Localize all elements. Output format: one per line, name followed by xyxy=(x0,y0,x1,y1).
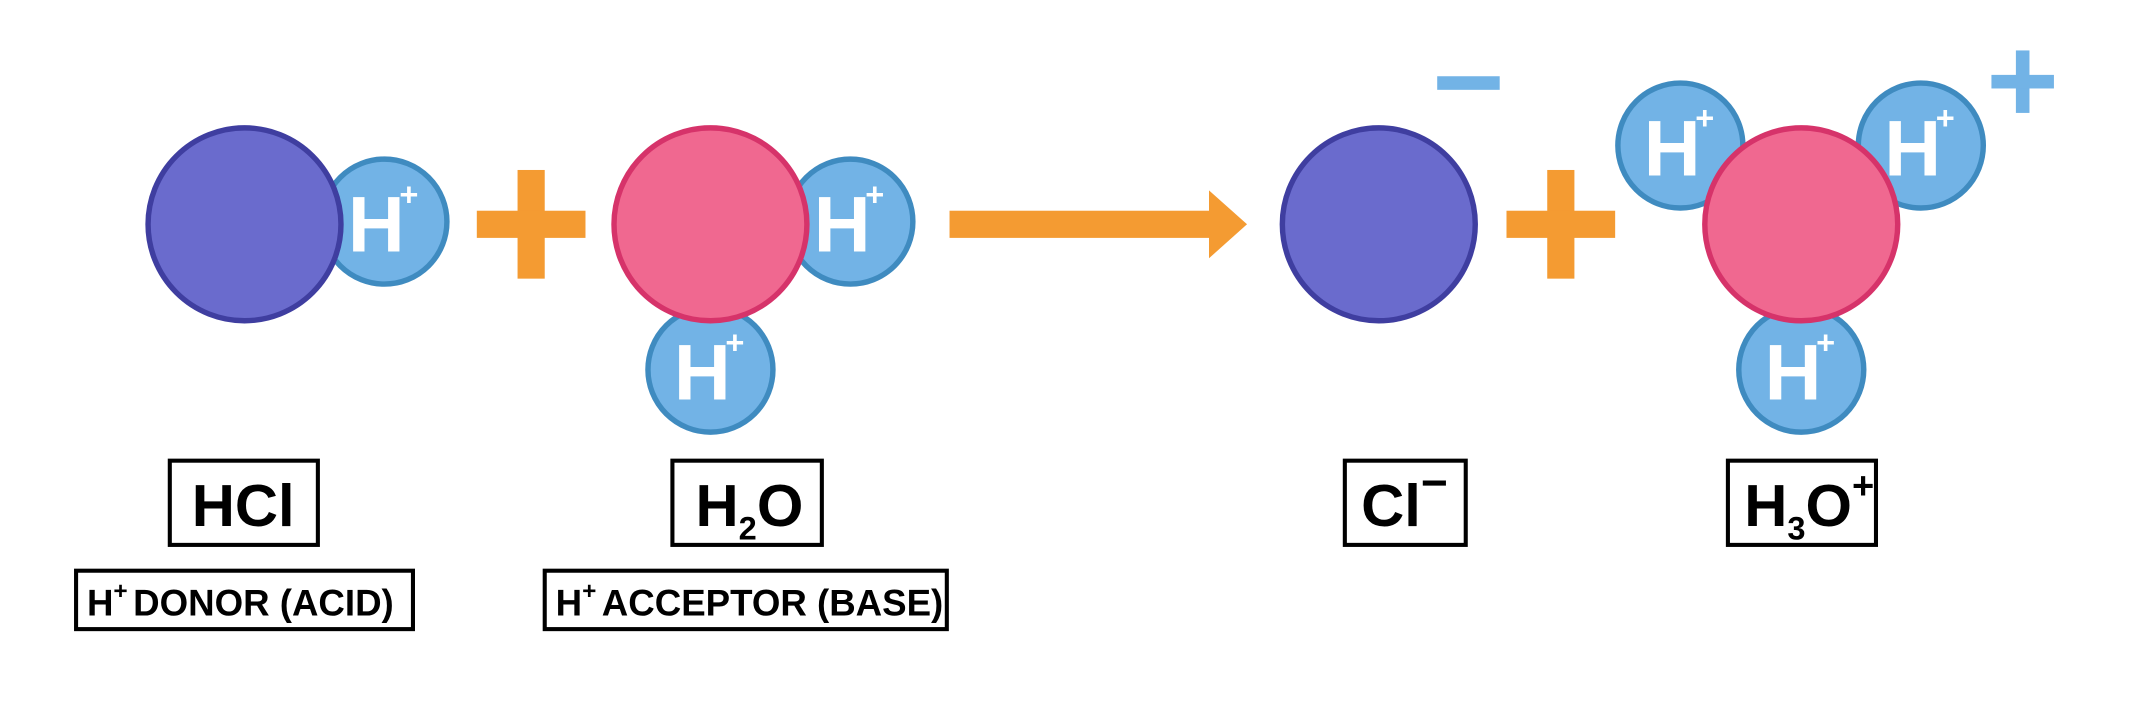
svg-text:H: H xyxy=(1884,104,1941,192)
svg-text:H: H xyxy=(1644,104,1701,192)
negative-charge-icon xyxy=(1437,76,1500,90)
hydrogen-atom: H + xyxy=(319,156,450,287)
label-hydronium: H3O+ xyxy=(1725,458,1879,547)
oxygen-atom xyxy=(611,125,810,324)
positive-charge-icon xyxy=(1991,50,2054,113)
plus-operator xyxy=(1506,169,1616,279)
svg-text:+: + xyxy=(1816,323,1835,360)
label-donor-acid: H+DONOR (ACID) xyxy=(74,568,415,632)
chlorine-atom xyxy=(145,125,344,324)
plus-operator xyxy=(476,169,586,279)
svg-text:H: H xyxy=(1765,329,1822,417)
hydrogen-atom: H + xyxy=(1736,304,1867,435)
svg-text:Cl−: Cl− xyxy=(1361,457,1448,539)
svg-text:HCl: HCl xyxy=(192,472,295,539)
hydrogen-atom: H + xyxy=(645,304,776,435)
oxygen-atom xyxy=(1702,125,1901,324)
svg-text:+: + xyxy=(399,175,418,212)
label-acceptor-base: H+ACCEPTOR (BASE) xyxy=(542,568,949,632)
label-h2o: H2O xyxy=(670,458,824,547)
svg-text:H+ACCEPTOR (BASE): H+ACCEPTOR (BASE) xyxy=(556,578,944,623)
svg-text:H: H xyxy=(348,180,405,268)
hydrogen-atom: H + xyxy=(1855,80,1987,211)
hydrogen-atom: H + xyxy=(1615,80,1746,211)
svg-text:+: + xyxy=(1695,99,1714,136)
reaction-arrow xyxy=(949,190,1248,259)
water-molecule: H + H + xyxy=(611,125,916,435)
svg-text:H: H xyxy=(674,329,731,417)
svg-text:H3O+: H3O+ xyxy=(1744,466,1874,547)
svg-text:H2O: H2O xyxy=(696,472,804,547)
label-hcl: HCl xyxy=(167,458,320,547)
label-chloride: Cl− xyxy=(1342,457,1468,547)
hcl-molecule: H + xyxy=(145,125,450,324)
svg-text:+: + xyxy=(725,323,744,360)
svg-text:+: + xyxy=(1936,99,1955,136)
hydronium-ion: H + H + H + xyxy=(1615,80,1987,435)
chloride-ion xyxy=(1279,125,1478,324)
svg-text:H: H xyxy=(814,180,871,268)
svg-text:+: + xyxy=(865,175,884,212)
svg-text:H+DONOR (ACID): H+DONOR (ACID) xyxy=(87,578,394,623)
